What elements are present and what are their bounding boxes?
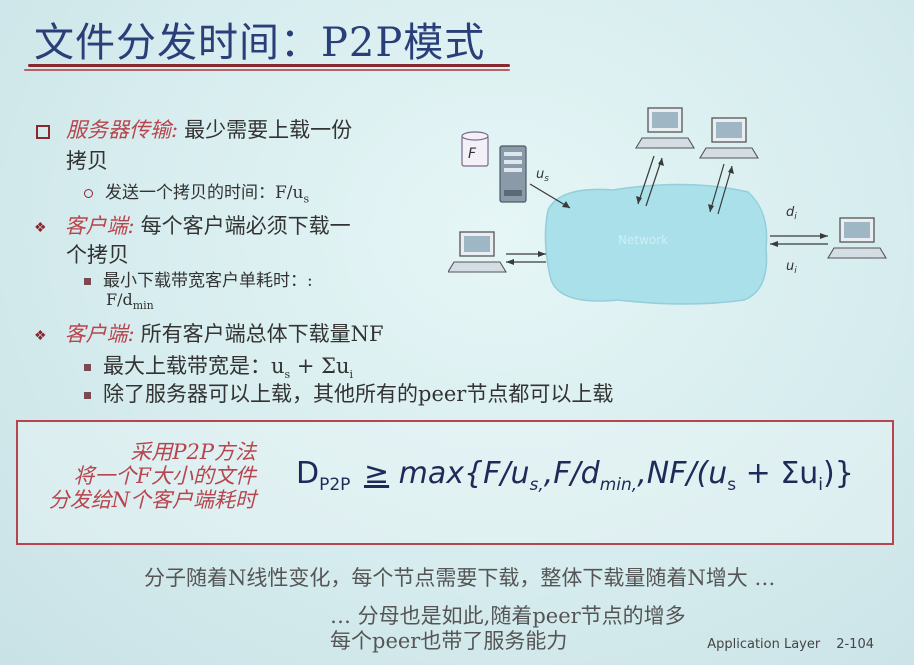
server-icon	[499, 145, 527, 203]
footer-layer: Application Layer	[707, 637, 821, 652]
note-1: 分子随着N线性变化，每个节点需要下载，整体下载量随着N增大 …	[144, 566, 776, 590]
circle-bullet-icon	[84, 189, 93, 198]
client2-label: 客户端:	[64, 322, 135, 346]
bullet-client1-sub: 最小下载带宽客户单耗时：:	[84, 266, 313, 291]
small-square-bullet-icon	[84, 364, 91, 371]
network-cloud	[544, 183, 768, 305]
title-underline-shadow	[24, 69, 510, 71]
page-number: 2-104	[836, 637, 874, 652]
diamond-bullet-icon: ❖	[34, 219, 47, 236]
note-2: … 分母也是如此,随着peer节点的增多	[330, 604, 686, 628]
peer-computer-top-right-icon	[699, 117, 759, 159]
formula-desc-2: 将一个F大小的文件	[73, 464, 256, 488]
p2p-formula: DP2P ≥ max{F/us,,F/dmin,,NF/(us + Σui)}	[296, 456, 854, 495]
slide-footer: Application Layer 2-104	[707, 637, 874, 652]
client1-text-1: 每个客户端必须下载一	[140, 214, 351, 238]
peer-computer-right-icon	[827, 217, 887, 259]
bullet-client-2: ❖ 客户端:所有客户端总体下载量NF	[34, 318, 384, 348]
ui-label: ui	[786, 259, 797, 276]
client2-text-1: 所有客户端总体下载量NF	[140, 322, 384, 346]
small-square-bullet-icon	[84, 278, 91, 285]
client1-text-2: 个拷贝	[66, 243, 129, 267]
file-icon: F	[461, 131, 489, 167]
square-bullet-icon	[36, 124, 50, 139]
us-label: us	[536, 167, 549, 184]
title-underline	[28, 64, 510, 67]
note-3: 每个peer也带了服务能力	[330, 629, 568, 653]
client1-sub-2: F/dmin	[106, 290, 154, 313]
server-text-1: 最少需要上载一份	[184, 118, 353, 142]
server-text-2: 拷贝	[66, 149, 108, 173]
bullet-server: 服务器传输:最少需要上载一份	[36, 114, 352, 144]
cloud-label: Network	[618, 233, 668, 247]
p2p-network-diagram: Network F us	[448, 107, 887, 305]
di-label: di	[786, 205, 797, 222]
bullet-client-1: ❖ 客户端:每个客户端必须下载一	[34, 210, 351, 240]
small-square-bullet-icon	[84, 392, 91, 399]
formula-box: 采用P2P方法 将一个F大小的文件 分发给N个客户端耗时 DP2P ≥ max{…	[16, 420, 894, 545]
bullet-client2-sub-1: 最大上载带宽是：us + Σui	[84, 350, 353, 381]
server-arrow	[529, 183, 571, 209]
diamond-bullet-icon: ❖	[34, 327, 47, 344]
formula-desc-1: 采用P2P方法	[130, 440, 256, 464]
bullet-server-sub: 发送一个拷贝的时间：F/us	[84, 178, 309, 205]
bullet-client2-sub-2: 除了服务器可以上载，其他所有的peer节点都可以上载	[84, 378, 613, 408]
peer-computer-left-icon	[448, 231, 507, 273]
formula-desc-3: 分发给N个客户端耗时	[48, 488, 256, 512]
slide-title: 文件分发时间：P2P模式	[34, 20, 486, 66]
file-label: F	[468, 146, 477, 162]
peer-computer-top-left-icon	[635, 107, 695, 149]
server-label: 服务器传输:	[66, 118, 179, 142]
client1-label: 客户端:	[64, 214, 135, 238]
